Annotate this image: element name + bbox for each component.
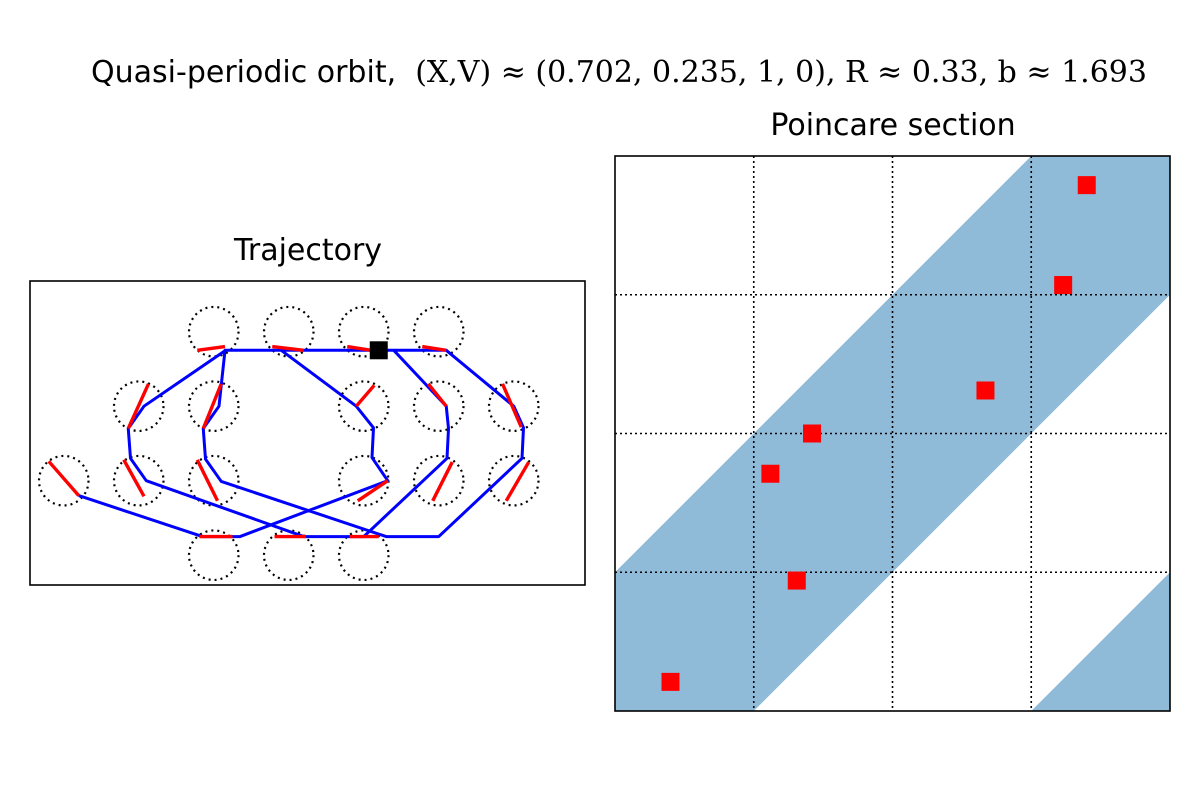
trajectory-panel: [29, 280, 586, 586]
scatterer-circle: [187, 454, 240, 507]
scatterer-circle: [37, 454, 90, 507]
poincare-point: [787, 571, 806, 590]
contact-segment: [354, 384, 376, 408]
contact-segment: [272, 344, 304, 352]
contact-segment: [201, 383, 223, 430]
scatterer-circle: [487, 454, 540, 507]
contact-segment: [126, 383, 151, 430]
scatterer-circle: [187, 305, 240, 358]
poincare-panel: [614, 155, 1171, 712]
contact-segment: [431, 461, 454, 502]
scatterer-circle: [187, 380, 240, 433]
scatterer-circle: [412, 454, 465, 507]
poincare-point: [761, 464, 780, 483]
scatterer-circle: [337, 305, 390, 358]
poincare-point: [803, 424, 822, 443]
contact-segment: [195, 459, 220, 502]
trajectory-frame: [29, 280, 586, 586]
contact-segment: [426, 382, 448, 408]
contact-segment: [356, 479, 389, 503]
scatterer-circle: [487, 380, 540, 433]
contact-segment: [504, 461, 531, 502]
contact-segment: [346, 344, 372, 352]
scatterer-circle: [412, 305, 465, 358]
scatterer-circle: [337, 380, 390, 433]
scatterer-circle: [412, 380, 465, 433]
suptitle-math: (X,V) ≈ (0.702, 0.235, 1, 0), R ≈ 0.33, …: [415, 55, 1147, 90]
contact-segment: [421, 344, 447, 352]
poincare-point: [1054, 276, 1073, 295]
current-position-marker: [369, 341, 388, 360]
corner-region-bottom-right: [1031, 572, 1170, 711]
trajectory-title: Trajectory: [233, 233, 383, 268]
poincare-point: [976, 381, 995, 400]
scatterer-circle: [187, 529, 240, 582]
scatterer-circle: [112, 454, 165, 507]
suptitle-prefix: Quasi-periodic orbit,: [91, 55, 397, 90]
poincare-point: [1077, 176, 1096, 195]
trajectory-line: [78, 348, 525, 539]
scatterer-circle: [112, 380, 165, 433]
contact-segment: [197, 344, 226, 352]
contact-segment: [122, 458, 146, 498]
contact-segment: [47, 460, 81, 497]
poincare-title: Poincare section: [770, 108, 1016, 143]
scatterer-circle: [262, 305, 315, 358]
figure-suptitle: Quasi-periodic orbit, (X,V) ≈ (0.702, 0.…: [0, 55, 1200, 90]
contact-segment: [500, 383, 523, 428]
poincare-frame: [614, 155, 1171, 712]
poincare-point: [661, 672, 680, 691]
